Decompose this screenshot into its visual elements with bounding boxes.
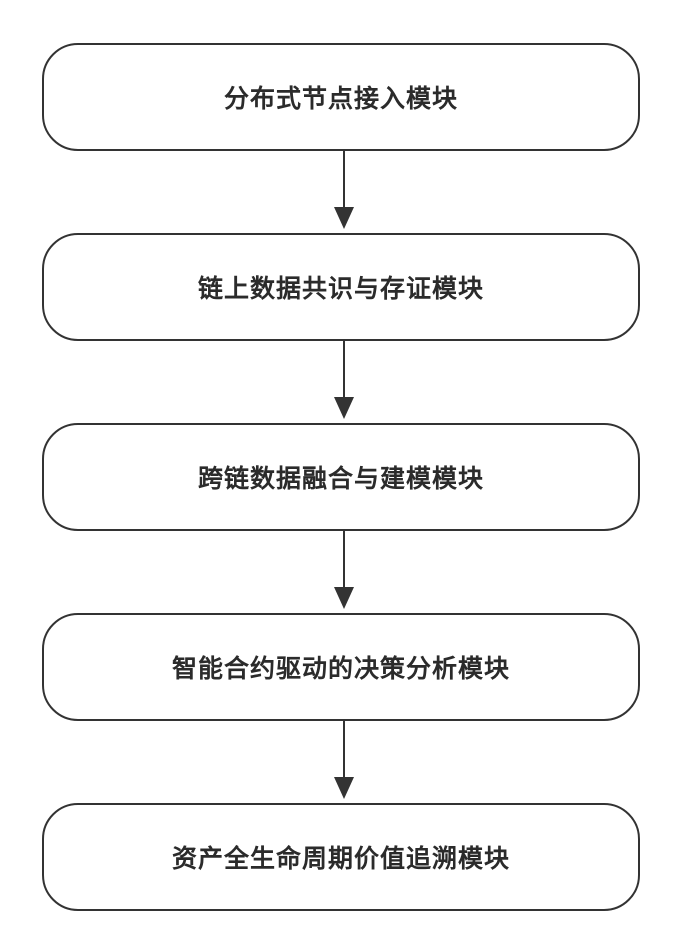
node-asset-lifecycle-trace: 资产全生命周期价值追溯模块: [42, 803, 640, 911]
node-label: 链上数据共识与存证模块: [198, 269, 484, 305]
node-label: 跨链数据融合与建模模块: [198, 459, 484, 495]
node-crosschain-fusion-modeling: 跨链数据融合与建模模块: [42, 423, 640, 531]
node-distributed-node-access: 分布式节点接入模块: [42, 43, 640, 151]
node-smart-contract-decision: 智能合约驱动的决策分析模块: [42, 613, 640, 721]
node-label: 分布式节点接入模块: [224, 79, 458, 115]
node-label: 资产全生命周期价值追溯模块: [172, 839, 510, 875]
arrow-n2-n3: [334, 341, 354, 419]
arrow-n1-n2: [334, 151, 354, 229]
node-label: 智能合约驱动的决策分析模块: [172, 649, 510, 685]
arrow-n4-n5: [334, 721, 354, 799]
arrow-n3-n4: [334, 531, 354, 609]
node-onchain-consensus-evidence: 链上数据共识与存证模块: [42, 233, 640, 341]
